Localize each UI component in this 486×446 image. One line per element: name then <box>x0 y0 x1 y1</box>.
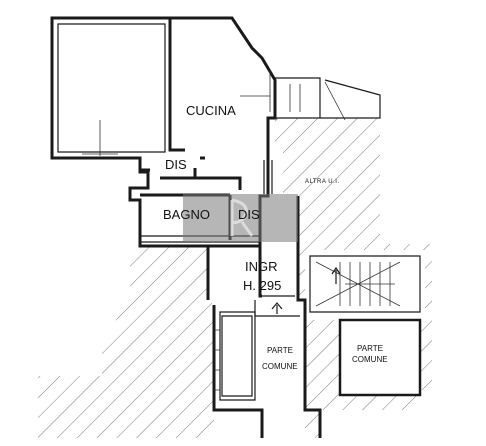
room-label-cucina: CUCINA <box>186 103 236 118</box>
label-parte-comune-left-2: COMUNE <box>262 362 298 371</box>
kitchen-counter-line <box>82 70 271 156</box>
corridor-walls <box>212 305 322 438</box>
watermark-monogram <box>230 198 254 237</box>
ingr-left-wall <box>206 246 262 300</box>
ingr-right-wall <box>296 196 307 320</box>
room-label-ingr: INGR <box>245 259 278 274</box>
stair-arrow-icon <box>331 266 341 284</box>
staircase-outline <box>309 255 421 313</box>
room-label-dis-lower: DIS <box>238 207 260 222</box>
left-room-inner-wall <box>57 23 166 153</box>
label-altra-ui: ALTRA U.I. <box>305 179 340 185</box>
label-parte-comune-right-1: PARTE <box>357 344 383 353</box>
apartment-outer-wall <box>50 16 277 248</box>
dis-partition <box>140 156 242 190</box>
hatched-area-right <box>275 118 380 244</box>
corridor-inner <box>219 311 256 401</box>
balcony-lines <box>289 81 346 121</box>
hatched-area-left <box>38 246 214 438</box>
hatched-area-bottom-right <box>305 320 420 438</box>
label-parte-comune-right-2: COMUNE <box>352 355 388 364</box>
kitchen-room-wall <box>168 18 185 152</box>
stair-well <box>305 250 425 320</box>
room-height-label: H. 295 <box>243 278 281 293</box>
staircase-steps <box>315 261 401 307</box>
room-label-bagno: BAGNO <box>163 207 210 222</box>
entrance-arrow-icon <box>271 302 283 314</box>
label-parte-comune-left-1: PARTE <box>267 346 293 355</box>
right-wall-window <box>263 160 273 194</box>
corridor-tick-marks <box>214 329 220 391</box>
parte-comune-right-room <box>338 318 422 397</box>
balcony-wall <box>274 77 381 119</box>
room-label-dis-upper: DIS <box>165 157 187 172</box>
